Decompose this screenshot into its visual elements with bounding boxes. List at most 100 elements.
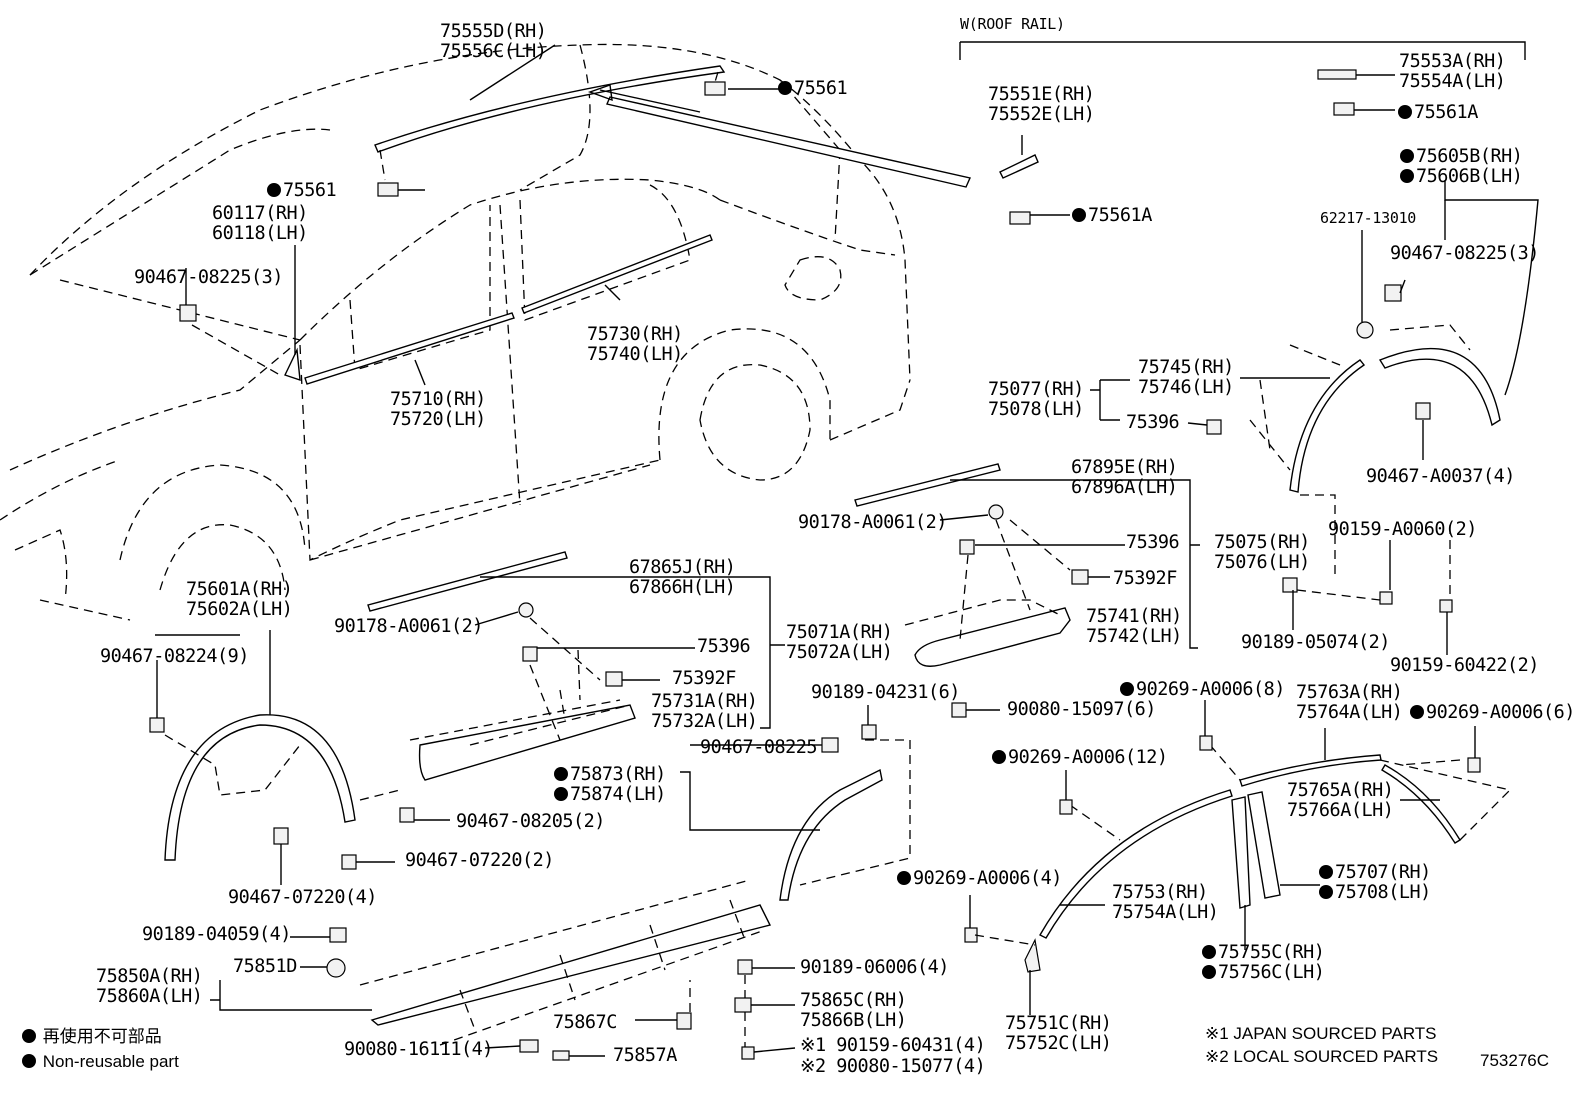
label-60117: 60117(RH)60118(LH)	[212, 203, 308, 244]
clip-90269-A0006-12	[1059, 799, 1073, 815]
label-90189-06006: 90189-06006(4)	[800, 957, 949, 978]
label-75555: 75555D(RH)75556C(LH)	[440, 21, 547, 62]
part-75553	[1317, 69, 1357, 80]
label-90467-07220-a: 90467-07220(2)	[405, 850, 554, 871]
clip-90189-04231	[861, 724, 877, 740]
roof-molding-75555	[374, 65, 726, 153]
label-90178-right: 90178-A0061(2)	[798, 512, 947, 533]
clip-90467-08224	[149, 717, 165, 733]
clip-90467-08225-mid	[821, 737, 839, 753]
non-reusable-icon	[554, 787, 568, 801]
label-90269-A0006-6: 90269-A0006(6)	[1410, 703, 1575, 723]
label-90080-15077: ※2 90080-15077(4)	[800, 1056, 986, 1077]
legend-english: Non-reusable part	[22, 1052, 179, 1072]
label-75741: 75741(RH)75742(LH)	[1086, 606, 1182, 647]
label-90178-left: 90178-A0061(2)	[334, 616, 483, 637]
non-reusable-icon	[1202, 965, 1216, 979]
screw-90159-60422	[1439, 599, 1453, 613]
label-90467-A0037: 90467-A0037(4)	[1366, 466, 1515, 487]
label-90189-04231: 90189-04231(6)	[811, 682, 960, 703]
part-60117	[284, 347, 301, 382]
frame-molding-75753	[1039, 789, 1233, 939]
clip-90467-08205	[399, 807, 415, 823]
label-90159-A0060: 90159-A0060(2)	[1328, 519, 1477, 540]
clip-90269-A0006-6	[1467, 757, 1481, 773]
leader-lines	[155, 41, 1539, 1057]
clip-90467-07220-b	[273, 827, 289, 845]
clip-90189-05074	[1282, 577, 1298, 593]
footnote-japan-sourced: ※1 JAPAN SOURCED PARTS	[1205, 1024, 1437, 1043]
part-75857A	[552, 1050, 570, 1061]
label-75553: 75553A(RH)75554A(LH)	[1399, 51, 1506, 92]
label-90189-04059: 90189-04059(4)	[142, 924, 291, 945]
label-75561-left: 75561	[267, 181, 337, 201]
clip-90467-A0037	[1415, 402, 1431, 420]
belt-molding-75710	[304, 312, 515, 385]
label-75857A: 75857A	[613, 1045, 677, 1066]
non-reusable-icon	[22, 1029, 36, 1043]
label-67865: 67865J(RH)67866H(LH)	[629, 557, 736, 598]
clip-90189-04059	[329, 927, 347, 943]
label-90467-08225-left: 90467-08225(3)	[134, 267, 283, 288]
clip-75561A-mid	[1009, 211, 1031, 225]
label-90467-08225-mid: 90467-08225	[700, 737, 818, 758]
label-75755: 75755C(RH)75756C(LH)	[1202, 943, 1325, 983]
clip-90467-08225-left	[179, 304, 197, 322]
door-lower-molding-75731	[418, 704, 636, 781]
rocker-molding-75850	[370, 904, 772, 1026]
non-reusable-icon	[22, 1054, 36, 1068]
label-75396-a: 75396	[1126, 412, 1180, 433]
non-reusable-icon	[1410, 705, 1424, 719]
clip-90467-07220-a	[341, 854, 357, 870]
clip-75561-top	[704, 81, 726, 96]
vehicle-outline	[0, 43, 911, 621]
clip-90269-A0006-8	[1199, 735, 1213, 751]
belt-molding-75730	[521, 234, 713, 314]
clip-62217	[1356, 321, 1374, 339]
wheel-opening-molding-75745	[1289, 359, 1366, 493]
label-62217: 62217-13010	[1320, 209, 1417, 227]
label-75561-top: 75561	[778, 79, 848, 99]
label-90159-60431: ※1 90159-60431(4)	[800, 1035, 986, 1056]
label-90269-A0006-4: 90269-A0006(4)	[897, 869, 1062, 889]
label-75707: 75707(RH)75708(LH)	[1319, 863, 1431, 903]
screw-90159-60431	[741, 1046, 755, 1060]
clip-90178-right	[988, 504, 1004, 520]
label-75561A-mid: 75561A	[1072, 206, 1152, 226]
non-reusable-icon	[992, 750, 1006, 764]
part-75751	[1024, 938, 1041, 973]
label-75710: 75710(RH)75720(LH)	[390, 389, 486, 430]
clip-75392F-right	[1071, 569, 1089, 585]
clip-75561A-right	[1333, 102, 1355, 116]
door-lower-molding-75741	[914, 607, 1071, 667]
label-90269-A0006-12: 90269-A0006(12)	[992, 748, 1168, 768]
label-75392F-right: 75392F	[1113, 568, 1177, 589]
label-75731: 75731A(RH)75732A(LH)	[651, 691, 758, 732]
screw-90159-A0060	[1379, 591, 1393, 605]
screw-90080-16111	[519, 1039, 539, 1053]
label-75392F-left: 75392F	[672, 668, 736, 689]
pillar-garnish-75755	[1231, 796, 1251, 909]
non-reusable-icon	[1400, 149, 1414, 163]
non-reusable-icon	[1398, 105, 1412, 119]
label-75071: 75071A(RH)75072A(LH)	[786, 622, 893, 663]
non-reusable-icon	[778, 81, 792, 95]
non-reusable-icon	[554, 767, 568, 781]
label-67895: 67895E(RH)67896A(LH)	[1071, 457, 1178, 498]
clip-75851D	[326, 958, 346, 978]
label-90467-07220-b: 90467-07220(4)	[228, 887, 377, 908]
label-75551: 75551E(RH)75552E(LH)	[988, 84, 1095, 125]
non-reusable-icon	[1072, 208, 1086, 222]
label-90080-15097: 90080-15097(6)	[1007, 699, 1156, 720]
non-reusable-icon	[1400, 169, 1414, 183]
label-90159-60422: 90159-60422(2)	[1390, 655, 1539, 676]
molding-75765	[1381, 764, 1461, 844]
clip-75396-c	[522, 646, 538, 662]
label-90467-08224: 90467-08224(9)	[100, 646, 249, 667]
pillar-garnish-75707	[1247, 791, 1281, 899]
label-75561A-right: 75561A	[1398, 103, 1478, 123]
roof-rail-arrow-bar	[606, 96, 971, 188]
non-reusable-icon	[1319, 885, 1333, 899]
